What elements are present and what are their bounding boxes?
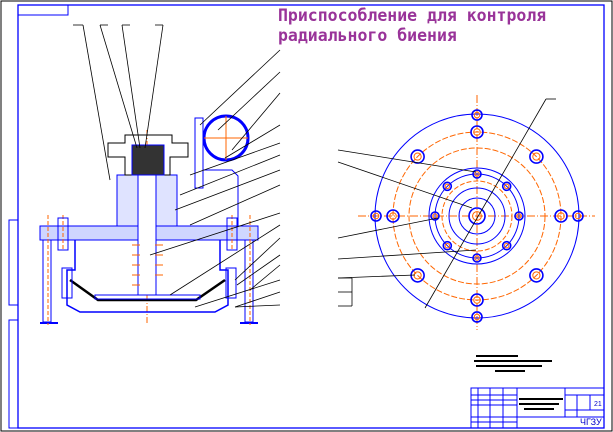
- side-strip-lower: [8, 319, 19, 429]
- stud-hole: [470, 125, 484, 139]
- bolt-circle-mid: [408, 147, 546, 285]
- stud-hole: [554, 209, 568, 223]
- bolt-circle-outer: [392, 131, 562, 301]
- stud-hole: [470, 293, 484, 307]
- stud-hole: [532, 271, 541, 280]
- bolt-left: [57, 217, 69, 251]
- membrane: [69, 278, 226, 302]
- side-strip-upper: [8, 219, 19, 306]
- bolt-right: [226, 217, 238, 251]
- title-line-1: Приспособление для контроля: [278, 6, 547, 25]
- stud-hole: [529, 268, 544, 283]
- stud-hole: [557, 212, 565, 220]
- outer-hole: [370, 210, 382, 222]
- outer-hole: [473, 313, 481, 321]
- leg-right: [244, 239, 254, 323]
- flange-circle: [428, 167, 526, 265]
- outer-circle: [374, 113, 580, 319]
- stud-hole: [386, 209, 400, 223]
- outer-hole: [572, 210, 584, 222]
- inner-hole: [474, 255, 480, 261]
- bolt-lower-right: [225, 267, 237, 299]
- notes-scribble: [474, 355, 563, 410]
- title-line-2: радиального биения: [278, 26, 457, 45]
- inner-hole: [514, 211, 524, 221]
- leader-lines-left: [73, 24, 281, 308]
- inner-hole: [503, 183, 510, 190]
- indicator-stand: [194, 117, 204, 189]
- inner-hole: [444, 183, 451, 190]
- inner-hole: [472, 253, 482, 263]
- inner-hole: [442, 240, 453, 251]
- top-clamp: [107, 134, 189, 176]
- outer-hole: [473, 111, 481, 119]
- inner-hole: [442, 181, 453, 192]
- outer-hole: [372, 212, 380, 220]
- bolt-lower-left: [61, 267, 73, 299]
- sheet-number: 21: [594, 401, 602, 408]
- frame-top-box: [17, 4, 69, 16]
- outer-hole: [471, 109, 483, 121]
- inner-hole: [444, 242, 451, 249]
- center-hole: [468, 207, 486, 225]
- inner-hole: [503, 242, 510, 249]
- title-block: [470, 387, 605, 429]
- bolt-holes: [370, 109, 584, 323]
- inner-hole: [516, 213, 522, 219]
- stud-hole: [473, 296, 481, 304]
- inner-hole: [501, 181, 512, 192]
- leg-left: [42, 239, 52, 323]
- spindle: [137, 164, 157, 296]
- outer-hole: [471, 311, 483, 323]
- housing-bowl: [66, 240, 229, 313]
- chuck: [131, 144, 165, 176]
- inner-hole: [501, 240, 512, 251]
- plan-view: [358, 95, 595, 330]
- sectional-view: [39, 114, 259, 325]
- outer-hole: [574, 212, 582, 220]
- inner-hole: [474, 171, 480, 177]
- stud-hole: [413, 152, 422, 161]
- leader-lines-right: [337, 98, 556, 309]
- inner-hole: [430, 211, 440, 221]
- stud-hole: [529, 149, 544, 164]
- spring: [132, 244, 163, 286]
- stud-hole: [410, 149, 425, 164]
- drawing-frame: [17, 4, 605, 429]
- center-hole: [472, 211, 482, 221]
- designation-stamp: ЧГЗУ: [580, 417, 602, 427]
- stud-hole: [473, 128, 481, 136]
- inner-hole: [472, 169, 482, 179]
- stud-hole: [532, 152, 541, 161]
- stud-hole: [389, 212, 397, 220]
